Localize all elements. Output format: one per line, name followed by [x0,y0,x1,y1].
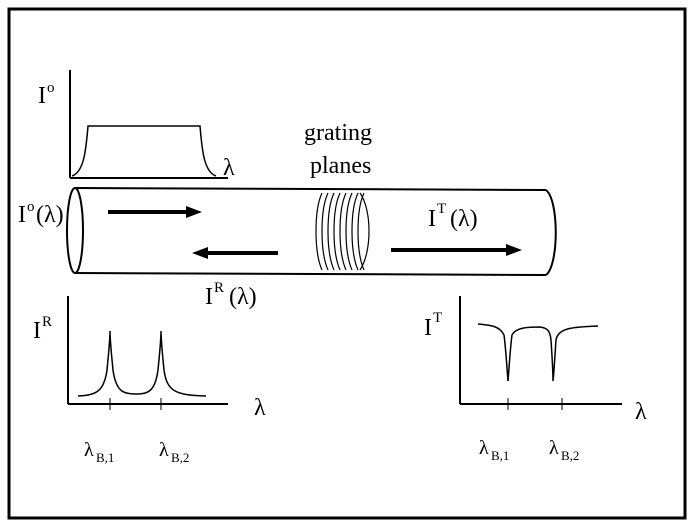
input-field-arg: (λ) [36,202,64,228]
refl-tick1-sub: B,1 [96,450,114,465]
input-field-sup: o [27,199,35,215]
fiber-left-end [66,187,84,274]
input-x-axis-label: λ [223,155,235,181]
trans-tick1-label: λ [479,437,489,459]
reflected-arrow [192,247,278,259]
refl-tick2-sub: B,2 [171,450,189,465]
trans-tick2-label: λ [549,437,559,459]
refl-axis-sup: R [42,314,52,330]
grating-plane [315,192,323,271]
grating-plane [339,192,347,271]
trans-axis-sup: T [433,310,442,326]
transmitted-label: I [428,206,436,232]
reflection-curve [77,330,207,397]
refl-tick1-label: λ [84,439,94,461]
optical-fiber [66,187,557,276]
grating-plane [345,192,353,271]
input-axis-sup: o [47,80,55,96]
trans-tick1-sub: B,1 [491,448,509,463]
trans-x-axis-label: λ [635,399,647,425]
reflected-arg: (λ) [229,284,257,310]
grating-plane [333,192,341,271]
reflected-label: I [205,284,213,310]
transmitted-arg: (λ) [450,206,478,232]
transmission-curve [477,323,599,382]
grating-plane [327,192,335,271]
fiber-right-end [545,189,557,276]
grating-plane-right [359,192,370,271]
refl-x-axis-label: λ [254,395,266,421]
reflected-sup: R [214,280,224,296]
input-field-label: I [18,202,26,228]
transmission-spectrum-plot: I T λ λ B,1 λ B,2 [424,296,647,463]
grating-plane [357,192,365,271]
trans-tick2-sub: B,2 [561,448,579,463]
trans-axis-label: I [424,315,432,341]
outer-border [7,7,687,520]
input-axis-label: I [38,83,46,109]
transmitted-arrow [391,244,522,256]
transmitted-sup: T [437,201,446,217]
fiber-top-edge [74,187,547,191]
grating-plane [321,192,329,271]
fiber-bottom-edge [74,272,547,276]
grating-planes [315,192,370,271]
forward-arrow [108,206,202,218]
refl-axis-label: I [33,318,41,344]
refl-tick2-label: λ [159,439,169,461]
grating-label-line2: planes [310,153,371,179]
grating-label-line1: grating [304,120,372,146]
input-spectrum-plot: I o λ [38,70,235,181]
grating-plane [351,192,359,271]
input-spectrum-curve [71,125,217,177]
reflection-spectrum-plot: I R λ λ B,1 λ B,2 [33,296,266,465]
